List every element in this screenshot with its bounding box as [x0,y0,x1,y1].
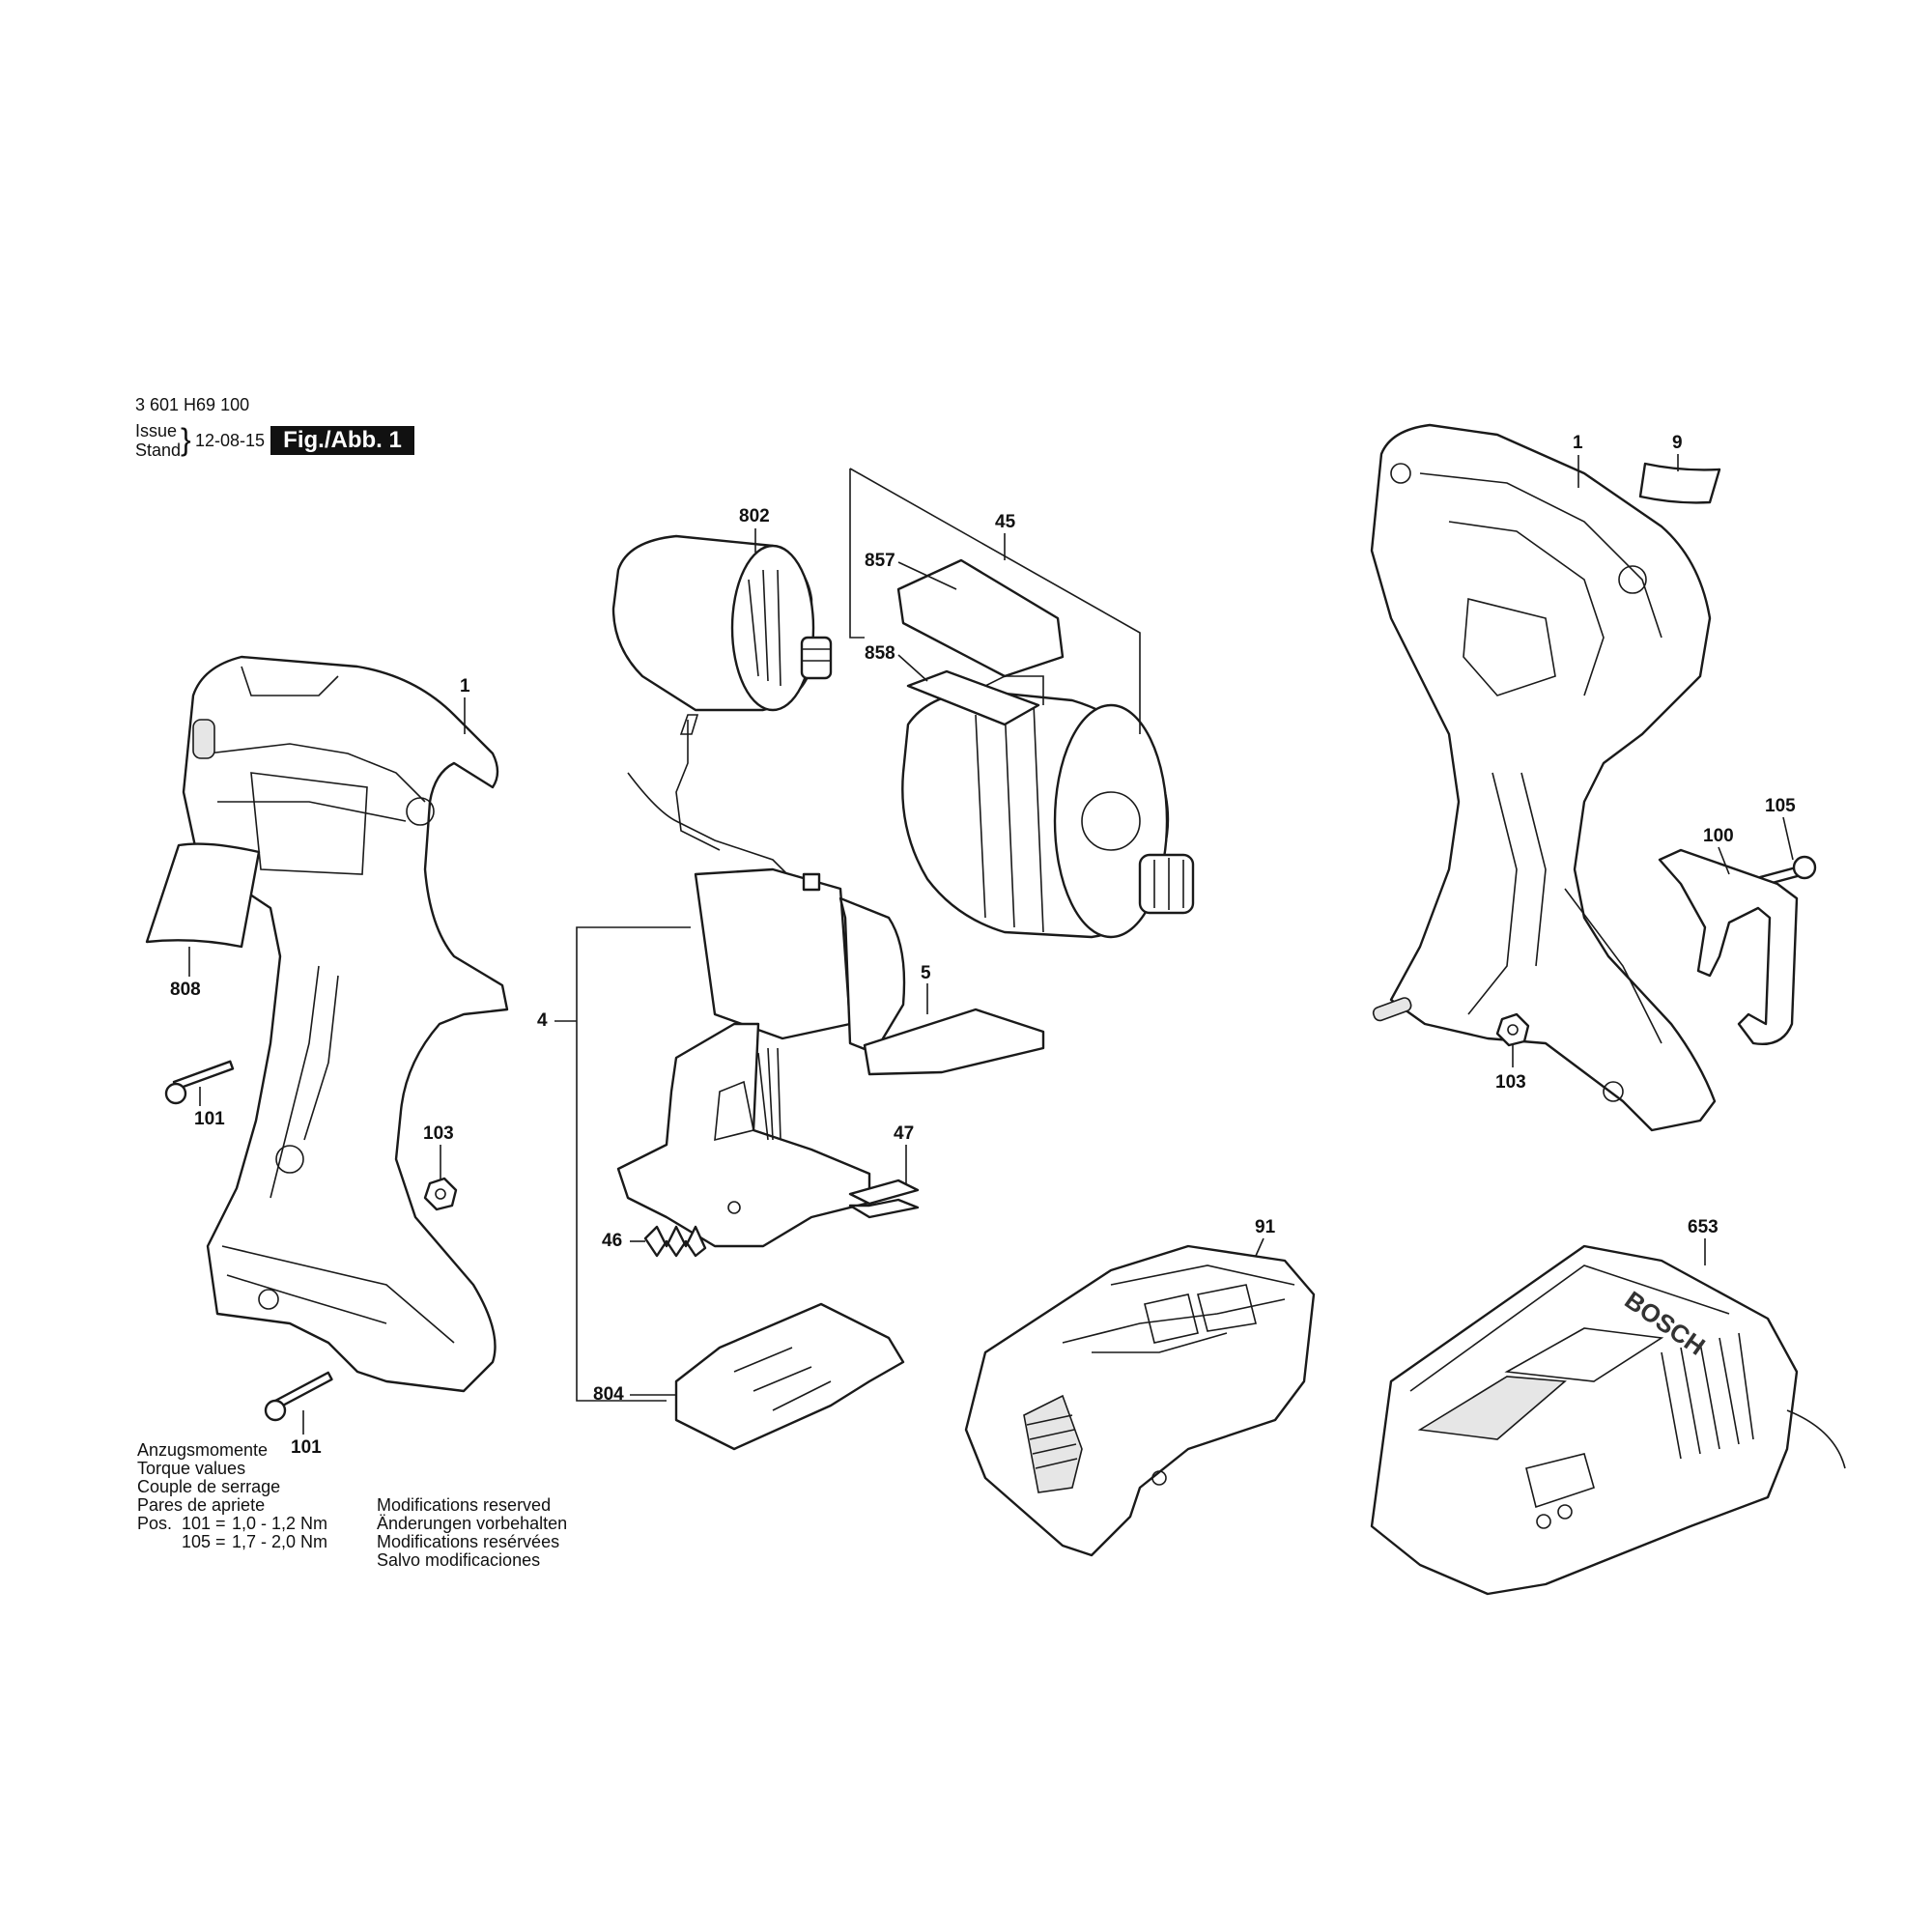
gearbox-45-shape [901,675,1195,939]
figure-label: Fig./Abb. 1 [270,426,414,455]
callout-5: 5 [921,963,931,983]
spring-46-shape [643,1225,707,1258]
part-47-shape [848,1179,920,1219]
callout-653: 653 [1688,1217,1719,1237]
torque-row-value: 1,0 - 1,2 Nm [232,1514,328,1533]
callout-802: 802 [739,506,770,526]
torque-line-es: Pares de apriete [137,1495,266,1515]
torque-row-pos: 101 [182,1514,212,1533]
callout-100: 100 [1703,826,1734,846]
screw-101-upper-shape [164,1060,235,1105]
callout-46: 46 [602,1231,623,1251]
screw-101-lower-shape [264,1371,333,1422]
modifications-line-en: Modifications reserved [377,1495,552,1515]
clip-100-shape [1658,848,1799,1045]
callout-808: 808 [170,980,201,1000]
label-9-shape [1638,462,1721,504]
callout-804: 804 [593,1384,624,1405]
torque-row-eq: = [215,1514,226,1533]
torque-line-de: Anzugsmomente [137,1440,269,1460]
callout-858: 858 [865,643,895,664]
callout-9: 9 [1672,433,1683,453]
battery-91-shape [964,1244,1316,1557]
callout-47: 47 [894,1123,915,1144]
motor-wires-shape [627,772,793,880]
callout-4: 4 [537,1010,548,1031]
bracket-4-group [576,926,691,1402]
label-808-shape [145,842,261,949]
modifications-line-es: Salvo modificaciones [377,1550,541,1570]
stand-label: Stand [135,440,182,460]
issue-label: Issue [135,421,178,440]
callout-91: 91 [1255,1217,1276,1237]
callout-103-right: 103 [1495,1072,1526,1093]
modifications-line-de: Änderungen vorbehalten [377,1514,568,1533]
callout-45: 45 [995,512,1016,532]
switch-4-shape [616,867,906,1248]
torque-row-pos: 105 [182,1532,212,1551]
callout-101-lower: 101 [291,1437,322,1458]
part-5-shape [863,1008,1045,1076]
torque-row-eq: = [215,1532,226,1551]
torque-line-fr: Couple de serrage [137,1477,281,1496]
callout-857: 857 [865,551,895,571]
nut-103-right-shape [1495,1012,1530,1047]
leader-lines [188,454,1794,1435]
callout-105: 105 [1765,796,1796,816]
callout-101-upper: 101 [194,1109,225,1129]
issue-brace: } [181,422,191,457]
part-number: 3 601 H69 100 [135,395,250,414]
gasket-858-shape [906,669,1040,726]
nut-103-left-shape [423,1177,458,1211]
motor-802-shape [611,534,833,735]
torque-line-en: Torque values [137,1459,246,1478]
issue-date: 12-08-15 [195,431,266,450]
housing-half-right [1370,423,1717,1132]
torque-pos-label: Pos. [137,1514,173,1533]
callout-1-right: 1 [1573,433,1583,453]
bracket-45-group [849,469,865,639]
torque-row-value: 1,7 - 2,0 Nm [232,1532,328,1551]
plate-857-shape [896,558,1065,678]
modifications-line-fr: Modifications resérvées [377,1532,560,1551]
housing-half-left [182,655,509,1393]
callout-103-left: 103 [423,1123,454,1144]
callout-1-left: 1 [460,676,470,696]
charger-653-shape: BOSCH [1370,1244,1846,1596]
